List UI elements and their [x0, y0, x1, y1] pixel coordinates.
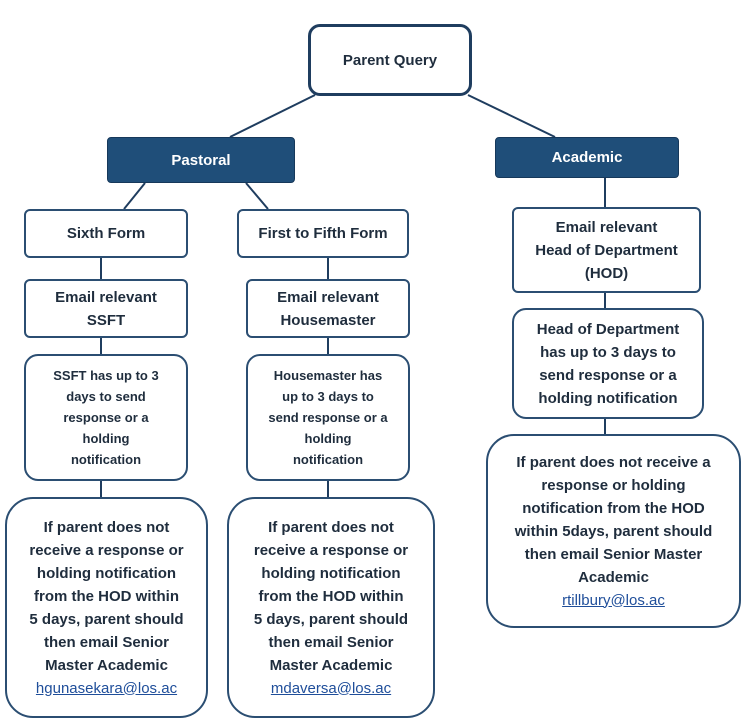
step-line: Housemaster — [280, 311, 376, 329]
parent-query-label: Parent Query — [342, 51, 438, 69]
academic-box: Academic — [495, 137, 679, 178]
email-link-mdaversa[interactable]: mdaversa@los.ac — [270, 679, 392, 697]
step-line: notification — [292, 452, 364, 467]
sixth-form-box: Sixth Form — [24, 209, 188, 258]
step-line: holding — [304, 431, 352, 446]
step-line: response or holding — [541, 476, 686, 494]
step-line: notification — [70, 452, 142, 467]
step-line: 5 days, parent should — [253, 610, 409, 628]
parent-query-box: Parent Query — [308, 24, 472, 96]
step-line: holding notification — [538, 389, 678, 407]
step-line: Master Academic — [45, 656, 168, 674]
step-line: then email Senior — [43, 633, 170, 651]
step-line: SSFT has up to 3 — [53, 368, 159, 383]
first-fifth-escalation-box: If parent does not receive a response or… — [227, 497, 435, 718]
housemaster-response-box: Housemaster has up to 3 days to send res… — [246, 354, 410, 481]
first-fifth-form-title: First to Fifth Form — [258, 225, 388, 242]
step-line: up to 3 days to — [282, 389, 374, 404]
step-line: from the HOD within — [258, 587, 404, 605]
pastoral-box: Pastoral — [107, 137, 295, 183]
email-link-rtillbury[interactable]: rtillbury@los.ac — [562, 591, 665, 609]
step-line: 5 days, parent should — [29, 610, 184, 628]
step-line: holding — [82, 431, 130, 446]
step-line: Email relevant — [55, 288, 157, 306]
step-line: If parent does not — [43, 518, 170, 536]
email-ssft-box: Email relevant SSFT — [24, 279, 188, 338]
step-line: from the HOD within — [34, 587, 179, 605]
step-line: Master Academic — [269, 656, 393, 674]
step-line: has up to 3 days to — [540, 343, 676, 361]
email-hod-box: Email relevant Head of Department (HOD) — [512, 207, 701, 293]
step-line: holding notification — [36, 564, 177, 582]
pastoral-label: Pastoral — [171, 151, 231, 169]
hod-response-box: Head of Department has up to 3 days to s… — [512, 308, 704, 419]
step-line: Head of Department — [535, 241, 678, 259]
step-line: If parent does not — [268, 518, 394, 536]
sixth-form-escalation-box: If parent does not receive a response or… — [5, 497, 208, 718]
first-fifth-form-box: First to Fifth Form — [237, 209, 409, 258]
ssft-response-box: SSFT has up to 3 days to send response o… — [24, 354, 188, 481]
step-line: send response or a — [539, 366, 677, 384]
email-housemaster-box: Email relevant Housemaster — [246, 279, 410, 338]
step-line: Academic — [578, 568, 649, 586]
step-line: receive a response or — [29, 541, 184, 559]
step-line: then email Senior — [268, 633, 394, 651]
step-line: days to send — [66, 389, 146, 404]
step-line: receive a response or — [253, 541, 409, 559]
step-line: notification from the HOD — [522, 499, 705, 517]
step-line: Housemaster has — [273, 368, 383, 383]
step-line: within 5days, parent should — [514, 522, 713, 540]
step-line: SSFT — [86, 311, 126, 329]
step-line: (HOD) — [584, 264, 629, 282]
email-link-hgunasekara[interactable]: hgunasekara@los.ac — [35, 679, 178, 697]
sixth-form-title: Sixth Form — [66, 225, 146, 242]
step-line: send response or a — [268, 410, 388, 425]
step-line: If parent does not receive a — [516, 453, 711, 471]
academic-escalation-box: If parent does not receive a response or… — [486, 434, 741, 628]
step-line: response or a — [63, 410, 149, 425]
academic-label: Academic — [551, 149, 623, 166]
step-line: holding notification — [261, 564, 401, 582]
step-line: Email relevant — [555, 218, 658, 236]
step-line: then email Senior Master — [524, 545, 703, 563]
step-line: Email relevant — [277, 288, 379, 306]
step-line: Head of Department — [536, 320, 680, 338]
